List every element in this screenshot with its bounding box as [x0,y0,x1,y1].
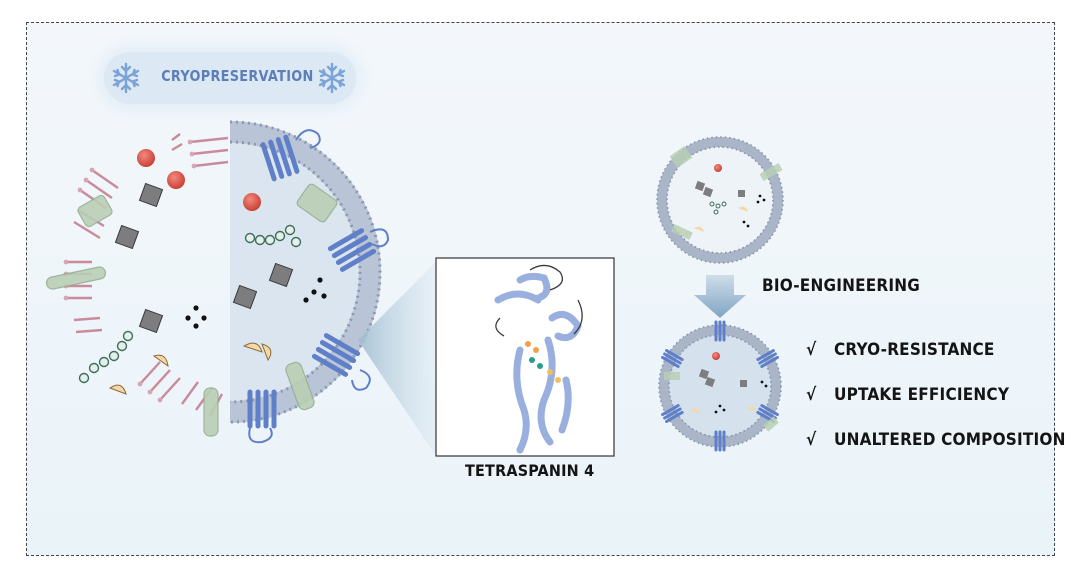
benefit-cryo-resistance: CRYO-RESISTANCE [834,340,995,360]
benefit-unaltered-composition: UNALTERED COMPOSITION [834,430,1066,450]
protein-helices [494,272,582,454]
zoom-wedge [358,262,436,456]
benefit-uptake-efficiency: UPTAKE EFFICIENCY [834,385,1010,405]
benefit-check: √ [806,430,817,450]
engineered-vesicle [658,320,782,452]
tetraspanin-in-membrane [247,134,377,429]
benefit-check: √ [806,340,817,360]
tetraspanin-loops [248,129,390,444]
cryopreservation-badge: CRYOPRESERVATION [104,52,356,104]
cryopreservation-title: CRYOPRESERVATION [161,67,314,85]
snowflake-icon [318,62,346,94]
membrane-protein-green [45,183,338,437]
native-vesicle [656,136,784,264]
damaged-lipid-heads [63,139,197,403]
bioengineering-arrow [694,275,746,318]
protein-loops [495,264,583,337]
cargo-wedges [108,342,272,395]
snowflake-icon [112,62,140,94]
tetraspanin-caption: TETRASPANIN 4 [465,461,595,480]
damaged-vesicle [45,120,390,444]
protein-ligands [525,341,561,383]
membrane-inner-heads [229,140,362,404]
membrane-outer-heads [229,120,382,424]
cargo-bead-chains [78,224,302,384]
healthy-membrane [229,121,381,423]
cargo-red-beads [137,149,261,211]
tetraspanin-structure-panel [435,257,615,457]
cargo-dots [185,277,327,329]
benefit-check: √ [806,385,817,405]
cargo-cubes [114,182,294,334]
bioengineering-label: BIO-ENGINEERING [762,276,921,296]
